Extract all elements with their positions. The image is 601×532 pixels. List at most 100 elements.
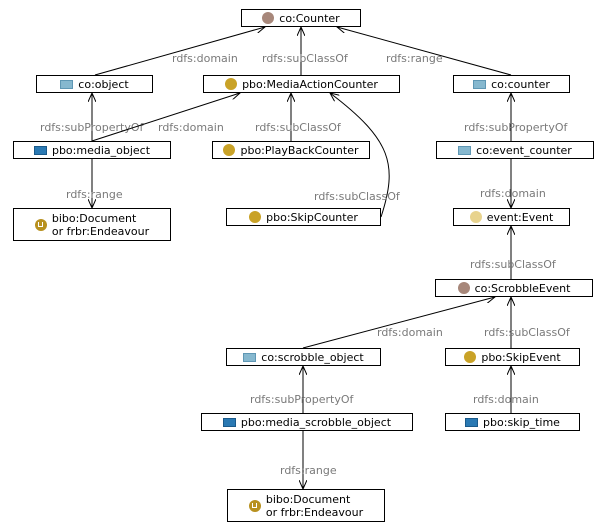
node-co-scrobble-object[interactable]: co:scrobble_object: [226, 348, 381, 366]
edge-label: rdfs:subPropertyOf: [464, 121, 569, 134]
edge-label: rdfs:range: [280, 464, 337, 477]
edge-pbo_SkipCounter-to-pbo_MediaActionCounter: rdfs:subClassOf: [314, 93, 401, 218]
node-label-line: co:scrobble_object: [261, 350, 364, 364]
edge-label: rdfs:subClassOf: [470, 258, 557, 271]
node-label: pbo:MediaActionCounter: [242, 78, 378, 91]
node-label-line: bibo:Document: [265, 492, 351, 506]
node-pbo-skipcounter[interactable]: pbo:SkipCounter: [226, 208, 381, 226]
edge-co_counter-to-co_Counter: rdfs:range: [337, 27, 512, 76]
class-alt-icon: [457, 282, 470, 294]
node-label-line: pbo:MediaActionCounter: [242, 77, 378, 91]
node-pbo-skip-time[interactable]: pbo:skip_time: [445, 413, 580, 431]
edge-label: rdfs:domain: [473, 393, 539, 406]
node-label: co:scrobble_object: [261, 351, 363, 364]
node-label: co:object: [78, 78, 128, 91]
edge-line: [302, 297, 495, 349]
class-icon: [249, 211, 262, 223]
edge-pbo_PlayBackCounter-to-pbo_MediaActionCounter: rdfs:subClassOf: [255, 93, 342, 141]
object-property-icon: [33, 145, 47, 155]
class-icon: [223, 144, 236, 156]
node-pbo-media-scrobble-object[interactable]: pbo:media_scrobble_object: [201, 413, 413, 431]
node-label-line: co:counter: [491, 77, 550, 91]
node-co-counter[interactable]: co:counter: [453, 75, 570, 93]
node-label: pbo:SkipCounter: [266, 211, 358, 224]
node-label-line: pbo:media_object: [51, 143, 151, 157]
object-property-light-icon: [60, 79, 74, 89]
node-label-line: bibo:Document: [51, 211, 137, 225]
class-icon: [464, 351, 477, 363]
node-label: pbo:media_object: [52, 144, 150, 157]
node-co-counter[interactable]: co:Counter: [241, 9, 361, 27]
node-label: co:ScrobbleEvent: [475, 282, 571, 295]
edge-label: rdfs:subPropertyOf: [40, 121, 145, 134]
edge-pbo_media_object-to-pbo_MediaActionCounter: rdfs:domain: [91, 93, 240, 142]
object-property-icon: [222, 417, 236, 427]
edge-line: [91, 93, 240, 142]
edge-co_ScrobbleEvent-to-event_Event: rdfs:subClassOf: [470, 226, 557, 279]
edge-label: rdfs:subClassOf: [262, 52, 349, 65]
node-label-line: co:object: [78, 77, 129, 91]
object-property-icon: [465, 417, 479, 427]
node-co-event-counter[interactable]: co:event_counter: [436, 141, 594, 159]
edge-label: rdfs:domain: [377, 326, 443, 339]
edge-label: rdfs:subPropertyOf: [250, 393, 355, 406]
node-pbo-media-object[interactable]: pbo:media_object: [13, 141, 171, 159]
node-label: pbo:PlayBackCounter: [240, 144, 358, 157]
edge-pbo_SkipEvent-to-co_ScrobbleEvent: rdfs:subClassOf: [484, 297, 571, 348]
node-label: pbo:skip_time: [483, 416, 560, 429]
node-label-line: co:Counter: [279, 11, 340, 25]
node-label-line-2: or frbr:Endeavour: [51, 224, 150, 238]
node-label-line: pbo:SkipEvent: [481, 350, 561, 364]
node-label-line: event:Event: [486, 210, 554, 224]
node-pbo-mediaactioncounter[interactable]: pbo:MediaActionCounter: [203, 75, 400, 93]
node-label: pbo:SkipEvent: [481, 351, 560, 364]
object-property-light-icon: [473, 79, 487, 89]
edge-line: [330, 93, 390, 218]
node-label: event:Event: [487, 211, 554, 224]
node-co-scrobbleevent[interactable]: co:ScrobbleEvent: [435, 279, 593, 297]
edge-label: rdfs:subClassOf: [255, 121, 342, 134]
node-event-event[interactable]: event:Event: [453, 208, 570, 226]
node-label-line: co:ScrobbleEvent: [474, 281, 571, 295]
edge-co_event_counter-to-event_Event: rdfs:domain: [480, 159, 546, 208]
edge-pbo_media_object-to-co_object: rdfs:subPropertyOf: [40, 93, 145, 141]
node-label: co:Counter: [279, 12, 339, 25]
node-label: pbo:media_scrobble_object: [241, 416, 391, 429]
edge-label: rdfs:subClassOf: [314, 190, 401, 203]
edge-label: rdfs:domain: [172, 52, 238, 65]
edge-label: rdfs:range: [386, 52, 443, 65]
edge-line: [94, 27, 265, 76]
edge-co_object-to-co_Counter: rdfs:domain: [94, 27, 265, 76]
node-label-line: pbo:skip_time: [483, 415, 560, 429]
object-property-light-icon: [243, 352, 257, 362]
edge-pbo_MediaActionCounter-to-co_Counter: rdfs:subClassOf: [262, 27, 349, 75]
node-label-line: pbo:media_scrobble_object: [240, 415, 392, 429]
node-co-object[interactable]: co:object: [36, 75, 153, 93]
edge-label: rdfs:domain: [480, 187, 546, 200]
edge-label: rdfs:domain: [158, 121, 224, 134]
edge-pbo_media_object-to-bibo_Document_1: rdfs:range: [66, 159, 123, 208]
class-light-icon: [469, 211, 482, 223]
edge-label: rdfs:subClassOf: [484, 326, 571, 339]
node-label-line: pbo:SkipCounter: [266, 210, 358, 224]
node-label: co:counter: [491, 78, 550, 91]
class-alt-icon: [262, 12, 275, 24]
node-pbo-skipevent[interactable]: pbo:SkipEvent: [445, 348, 580, 366]
datatype-icon: [34, 218, 47, 231]
node-label-line: co:event_counter: [476, 143, 572, 157]
edge-co_scrobble_object-to-co_ScrobbleEvent: rdfs:domain: [302, 297, 495, 349]
datatype-icon: [248, 499, 261, 512]
class-icon: [225, 78, 238, 90]
edge-co_event_counter-to-co_counter: rdfs:subPropertyOf: [464, 93, 569, 141]
object-property-light-icon: [458, 145, 472, 155]
node-label: co:event_counter: [476, 144, 572, 157]
node-pbo-playbackcounter[interactable]: pbo:PlayBackCounter: [212, 141, 370, 159]
edge-pbo_skip_time-to-pbo_SkipEvent: rdfs:domain: [473, 366, 539, 413]
node-label-line-2: or frbr:Endeavour: [265, 505, 364, 519]
